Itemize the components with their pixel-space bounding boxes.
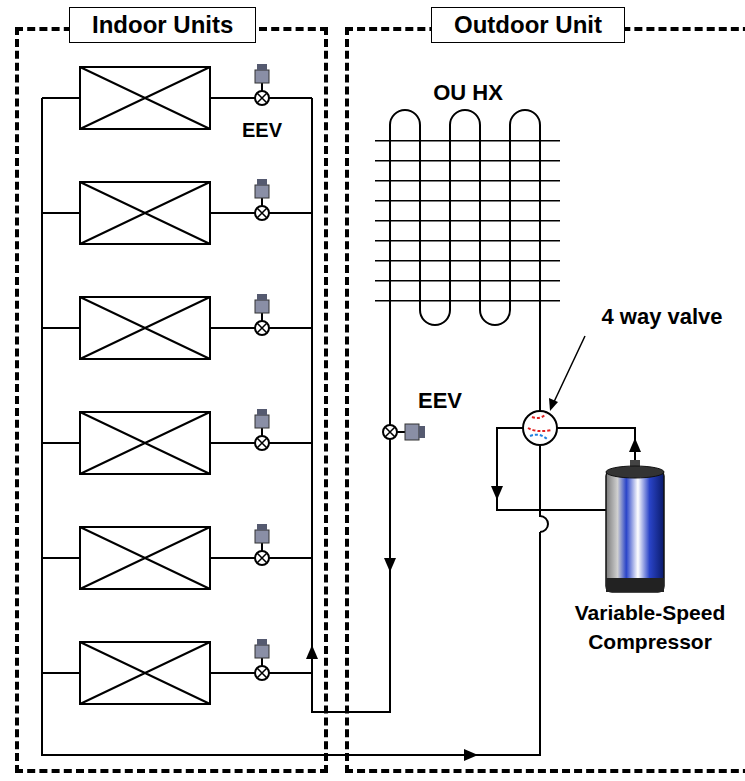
refrigerant-pipe xyxy=(42,98,635,755)
flow-arrow xyxy=(306,438,641,761)
indoor-unit xyxy=(42,642,312,704)
component-name: Variable-Speed Compressor xyxy=(560,598,740,657)
component-label: 4 way valve xyxy=(601,302,722,333)
heat-exchanger-fins xyxy=(375,140,560,310)
expansion-valve xyxy=(383,424,425,440)
indoor-unit xyxy=(42,412,312,474)
component-label: EEV xyxy=(242,116,282,144)
expansion-valve xyxy=(255,409,269,450)
indoor-unit xyxy=(42,297,312,359)
unit-region: Outdoor Unit xyxy=(345,27,745,773)
expansion-valve xyxy=(255,524,269,565)
compressor xyxy=(606,460,664,592)
leader-arrow xyxy=(549,336,585,411)
expansion-valve xyxy=(255,64,269,105)
component-label: EEV xyxy=(418,386,462,417)
four-way-valve xyxy=(523,411,557,445)
expansion-valve xyxy=(255,294,269,335)
expansion-valve xyxy=(255,179,269,220)
expansion-valve xyxy=(255,639,269,680)
region-heading: Indoor Units xyxy=(69,7,256,43)
indoor-unit xyxy=(42,182,312,244)
indoor-unit xyxy=(42,527,312,589)
component-label: OU HX xyxy=(433,78,503,109)
region-heading: Outdoor Unit xyxy=(431,7,625,43)
